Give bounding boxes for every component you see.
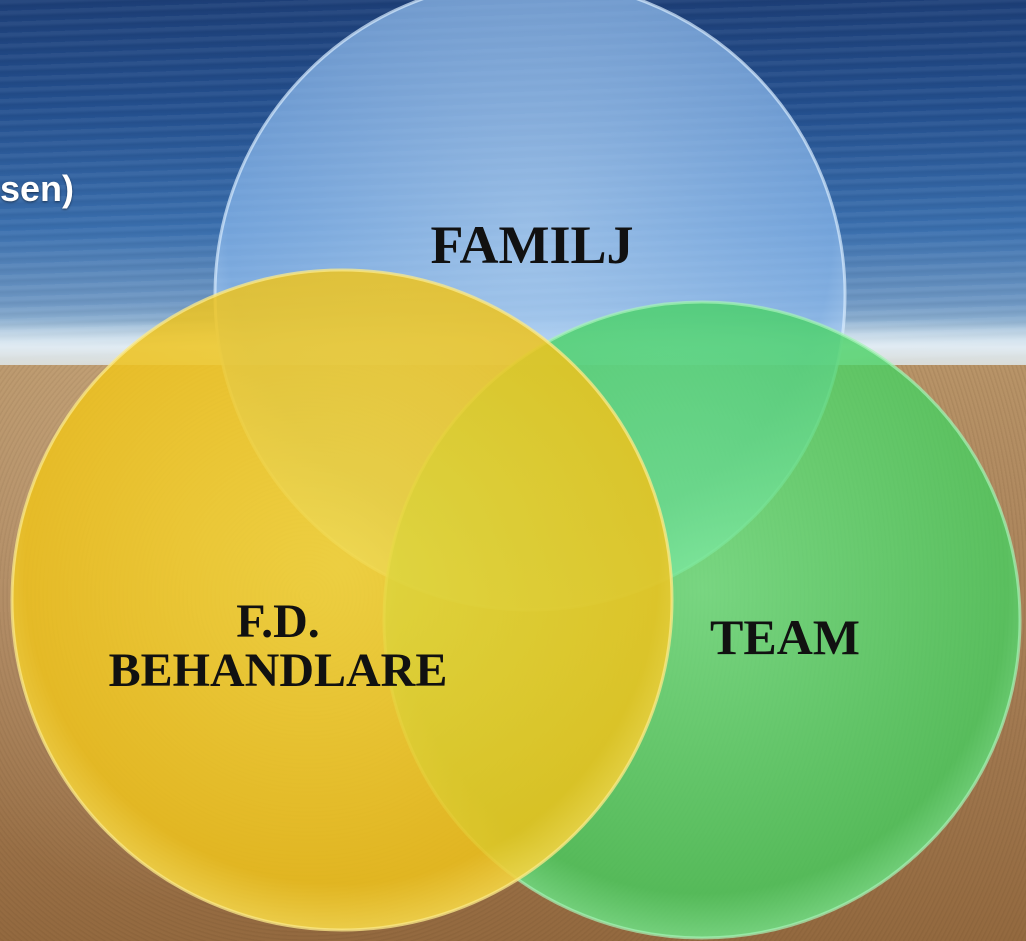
fd-label-line1: F.D. [236, 595, 320, 648]
cutoff-side-text: sen) [0, 168, 75, 209]
fd-behandlare-circle [10, 268, 674, 932]
fd-label-line2: BEHANDLARE [108, 643, 448, 697]
familj-label: FAMILJ [430, 215, 634, 275]
fd-behandlare-label: F.D. BEHANDLARE [78, 595, 478, 697]
team-label: TEAM [710, 609, 860, 665]
